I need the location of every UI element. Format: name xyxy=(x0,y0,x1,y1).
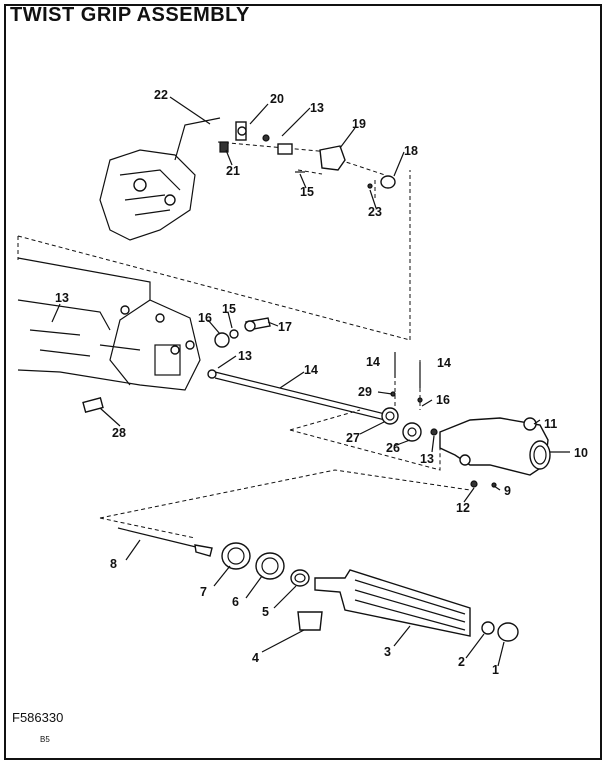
stud-26 xyxy=(219,141,229,153)
figure-code: F586330 xyxy=(12,710,64,725)
callout-11: 11 xyxy=(544,417,557,431)
figure-sub-code: B5 xyxy=(40,735,50,744)
callout-10: 10 xyxy=(574,446,588,460)
cable-8 xyxy=(117,527,213,557)
callout-13-top: 13 xyxy=(310,101,324,115)
callout-21: 17 xyxy=(278,320,292,334)
washer-2 xyxy=(481,621,495,635)
leader-lines xyxy=(51,96,570,667)
nut-23 xyxy=(380,175,396,189)
callout-24: 19 xyxy=(352,117,366,131)
pins xyxy=(390,352,423,403)
callout-15-top: 15 xyxy=(300,185,314,199)
washer-11 xyxy=(523,417,537,431)
engine-housing xyxy=(17,257,201,391)
callout-28: 23 xyxy=(368,205,382,219)
shift-rod-18 xyxy=(207,369,386,421)
callout-3: 3 xyxy=(384,645,391,659)
diagram-frame xyxy=(4,4,602,760)
callout-6: 6 xyxy=(232,595,239,609)
connector-24 xyxy=(319,145,346,171)
stud-22 xyxy=(82,396,104,414)
callout-9: 9 xyxy=(504,484,511,498)
callout-26: 21 xyxy=(226,164,240,178)
clip xyxy=(277,143,293,155)
callout-23: 18 xyxy=(404,144,418,158)
callout-16: 26 xyxy=(386,441,400,455)
cap-1 xyxy=(497,622,519,642)
callout-19: 15 xyxy=(222,302,236,316)
callout-29: 29 xyxy=(358,385,372,399)
callout-13-left: 13 xyxy=(55,291,69,305)
callout-12: 12 xyxy=(456,501,470,515)
callout-labels: 22 20 13 19 18 21 15 23 13 16 15 17 13 1… xyxy=(55,88,588,677)
callout-5: 5 xyxy=(262,605,269,619)
callout-25: 20 xyxy=(270,92,284,106)
callout-22: 28 xyxy=(112,426,126,440)
page-title: TWIST GRIP ASSEMBLY xyxy=(10,4,250,26)
callout-13-right: 13 xyxy=(420,452,434,466)
grip-shaft-3 xyxy=(314,569,519,642)
callout-1: 1 xyxy=(492,663,499,677)
carburetor-linkage xyxy=(99,117,221,241)
callout-14-right: 14 xyxy=(437,356,451,370)
callout-15-right: 16 xyxy=(436,393,450,407)
callout-18: 14 xyxy=(304,363,318,377)
callout-27: 22 xyxy=(154,88,168,102)
upper-linkage-parts xyxy=(219,121,396,189)
bearings xyxy=(221,542,323,631)
callout-2: 2 xyxy=(458,655,465,669)
stud-assembly xyxy=(214,317,271,348)
gears xyxy=(381,407,438,442)
callout-17: 27 xyxy=(346,431,360,445)
twist-grip-housing-10 xyxy=(439,417,551,488)
callout-4: 4 xyxy=(252,651,259,665)
callout-13-mid: 13 xyxy=(238,349,252,363)
callout-7: 7 xyxy=(200,585,207,599)
callout-8: 8 xyxy=(110,557,117,571)
callout-14-left: 14 xyxy=(366,355,380,369)
callout-20: 16 xyxy=(198,311,212,325)
assembly-guide-lines xyxy=(17,141,471,539)
